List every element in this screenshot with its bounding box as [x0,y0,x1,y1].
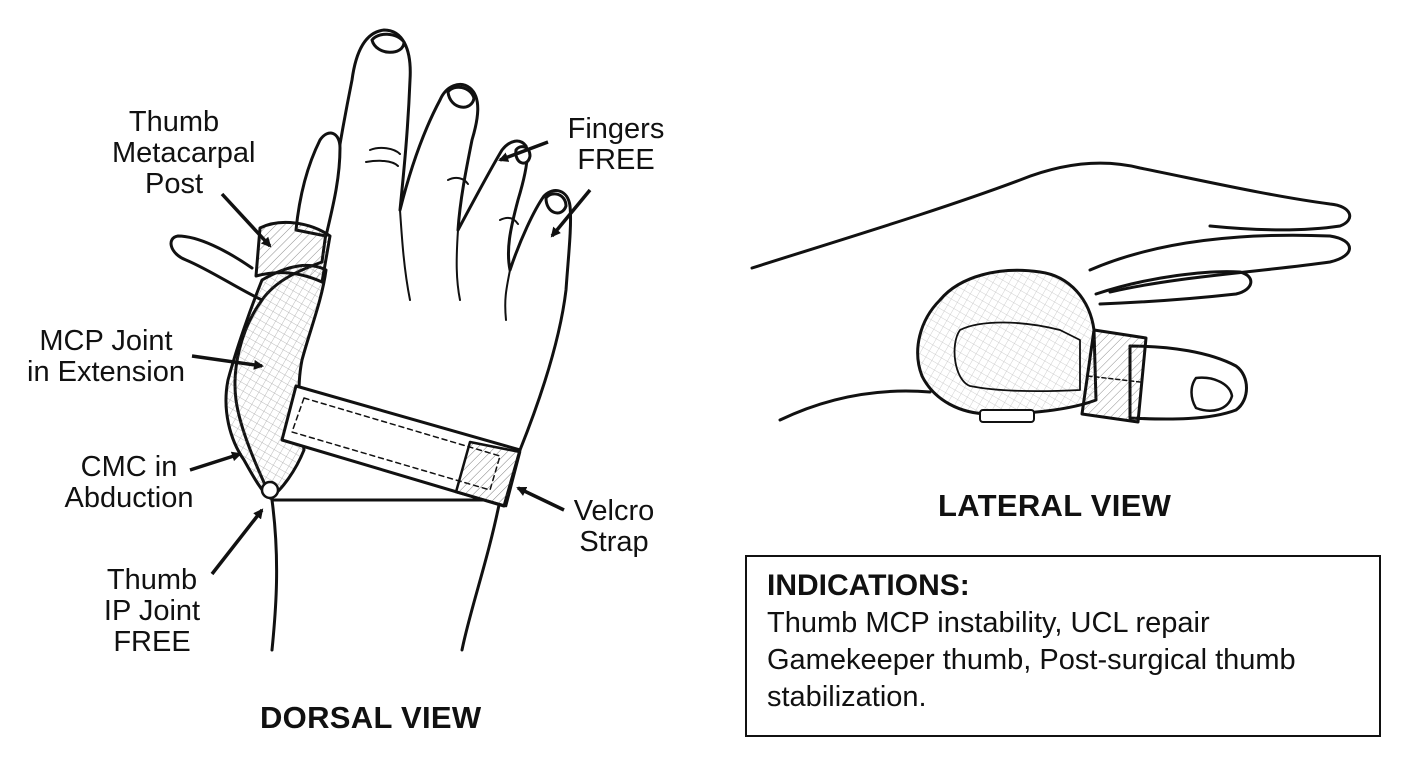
label-line: Post [144,168,204,200]
indications-line: Thumb MCP instability, UCL repair [767,607,1210,639]
arrow-thumb-ip-joint [210,508,264,576]
label-line: Velcro [573,495,655,527]
label-fingers-free: Fingers FREE [556,114,676,176]
label-line: IP Joint [103,595,201,627]
label-line: in Extension [27,356,185,388]
arrow-mcp-joint [191,354,264,370]
label-thumb-metacarpal-post: Thumb Metacarpal Post [112,106,256,200]
label-line: Thumb [106,564,198,596]
label-line: Abduction [64,482,194,514]
label-line: CMC in [80,451,178,483]
indications-line: stabilization. [767,681,927,713]
arrow-cmc-abduction [189,451,242,472]
arrow-thumb-metacarpal-post [220,192,272,248]
label-velcro-strap: Velcro Strap [564,496,664,558]
label-line: FREE [113,626,191,658]
label-line: FREE [577,144,655,176]
label-mcp-joint: MCP Joint in Extension [14,326,198,388]
dorsal-view-title: DORSAL VIEW [260,700,482,735]
indications-line: Gamekeeper thumb, Post-surgical thumb [767,644,1296,676]
label-line: Thumb [128,106,220,138]
dorsal-hand-drawing [169,28,573,652]
label-cmc-abduction: CMC in Abduction [54,452,204,514]
label-thumb-ip-joint: Thumb IP Joint FREE [96,565,208,658]
label-line: Fingers [567,113,665,145]
indications-box: INDICATIONS: Thumb MCP instability, UCL … [745,555,1381,737]
callout-arrows [189,140,592,576]
label-line: Metacarpal [112,137,256,169]
label-line: Strap [579,526,649,558]
lateral-hand-drawing [750,161,1352,424]
lateral-view-title: LATERAL VIEW [938,488,1172,523]
indications-title: INDICATIONS: [767,569,970,602]
arrow-fingers-free-2 [550,188,592,238]
arrow-fingers-free-1 [498,140,549,162]
arrow-velcro-strap [516,486,565,512]
label-line: MCP Joint [39,325,173,357]
